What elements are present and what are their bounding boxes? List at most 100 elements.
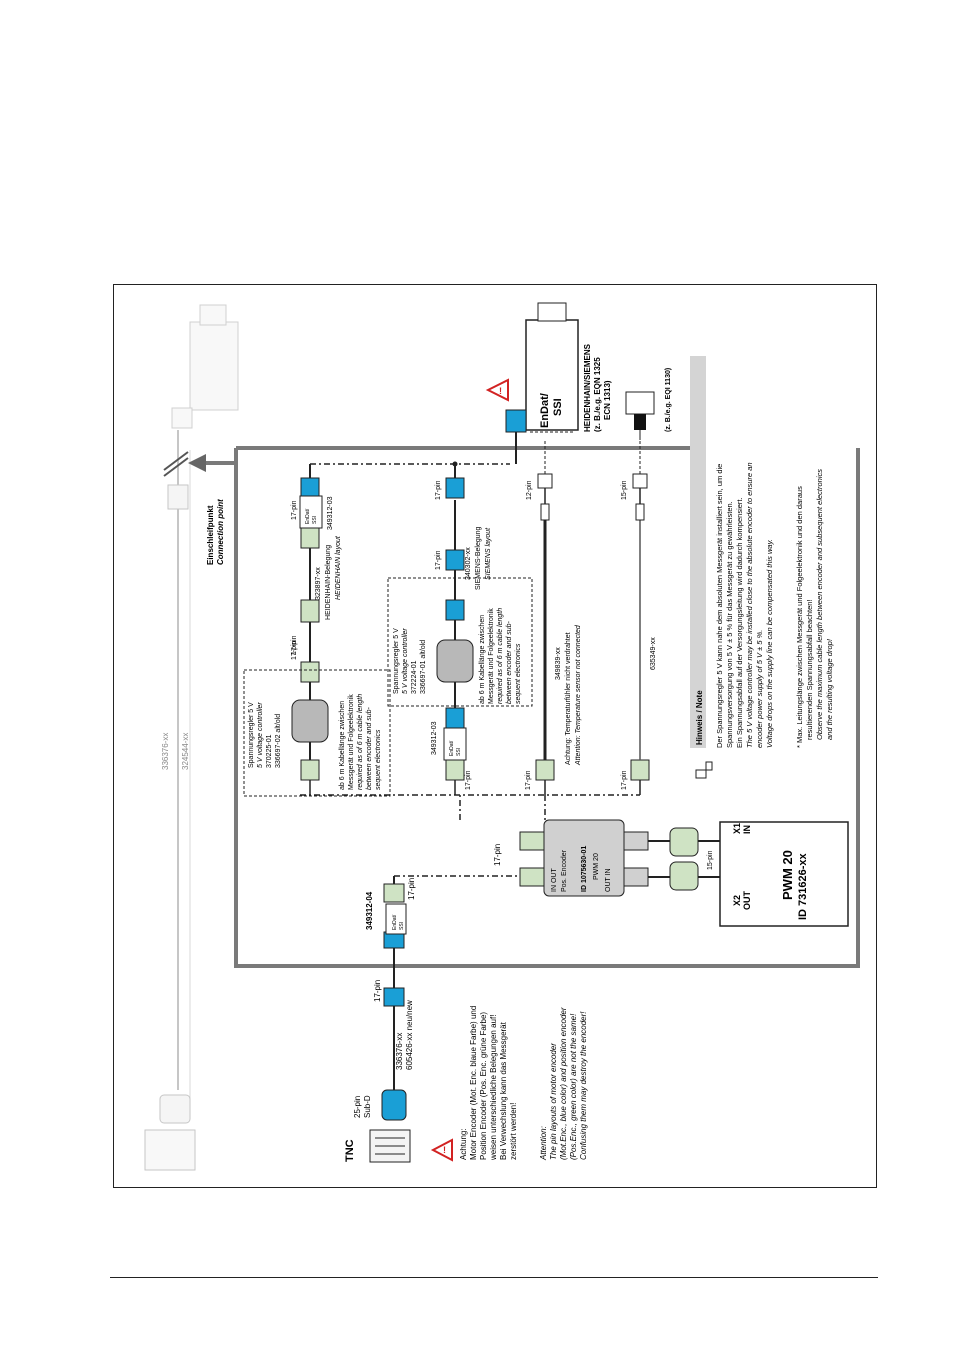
svg-text:Motor Encoder (Mot. Enc. blaue: Motor Encoder (Mot. Enc. blaue Farbe) un…	[469, 1006, 478, 1160]
motor-encoder	[505, 302, 579, 464]
note-header: Hinweis / Note	[695, 690, 704, 745]
svg-text:Spannungsregler 5 V: Spannungsregler 5 V	[248, 702, 255, 768]
siemens-pins: 17-pin	[435, 550, 442, 570]
upper-reg-lines: Spannungsregler 5 V 5 V voltage controll…	[248, 702, 282, 768]
fifteen-pins-left: 17-pin	[621, 770, 628, 790]
siemens-reg-note: ab 6 m Kabellänge zwischen Messgerät und…	[479, 608, 522, 704]
note-footnote: * Max. Leitungslänge zwischen Messgerät …	[795, 469, 834, 748]
svg-text:SSI: SSI	[399, 922, 405, 930]
svg-text:Achtung:: Achtung:	[459, 1128, 468, 1160]
svg-text:ab 6 m Kabellänge zwischen: ab 6 m Kabellänge zwischen	[479, 615, 486, 704]
tnc-subd-label: Sub-D	[363, 1095, 372, 1118]
pwm-cables	[648, 827, 720, 891]
siemens-dashed-box	[387, 577, 533, 707]
top-cabling	[144, 304, 239, 1171]
svg-text:Bei Verwechslung kann das Mess: Bei Verwechslung kann das Messgerät	[499, 1021, 508, 1160]
tnc-control	[369, 1129, 411, 1163]
svg-text:sequent electronics: sequent electronics	[375, 729, 382, 790]
siemens-adapter-id: 349312-03	[431, 721, 438, 755]
svg-text:(Pos.Enc., green color) are no: (Pos.Enc., green color) are not the same…	[569, 1013, 578, 1160]
siemens-layout-en: SIEMENS layout	[485, 527, 492, 580]
subd-connector	[381, 1089, 407, 1121]
upper-reg-dashed-box	[243, 669, 391, 797]
svg-text:zerstört werden!: zerstört werden!	[509, 1103, 518, 1160]
connection-point-en: Connection point	[216, 499, 225, 565]
enc-box-id: ID 1075630-01	[581, 846, 588, 892]
svg-text:sequent electronics: sequent electronics	[515, 643, 522, 704]
temp-pins-left: 17-pin	[525, 770, 532, 790]
upper-reg-note: ab 6 m Kabellänge zwischen Messgerät und…	[339, 694, 382, 790]
adapter-main-id: 349312-04	[365, 891, 374, 930]
heidenhain-adapter-id: 349312-03	[327, 496, 334, 530]
svg-text:Attention:: Attention:	[539, 1126, 548, 1161]
pwm20-x2: X2	[732, 895, 742, 906]
warning-en-block: Attention: The pin layouts of motor enco…	[539, 1007, 588, 1161]
svg-text:Messgerät und Folgeelektronik: Messgerät und Folgeelektronik	[488, 608, 495, 704]
top-cable-b-label: 324544-xx	[181, 733, 190, 770]
svg-text:SSI: SSI	[456, 748, 462, 756]
heidenhain-pins-right: 17-pin	[291, 500, 298, 520]
fifteen-pins-right: 15-pin	[621, 480, 628, 500]
upper-regulator	[291, 699, 329, 743]
pwm20-title: PWM 20	[780, 850, 795, 900]
pwm20-x1: X1	[732, 823, 742, 834]
tnc-subd-pins: 25-pin	[353, 1096, 362, 1118]
svg-text:The 5 V voltage controller may: The 5 V voltage controller may be instal…	[745, 462, 754, 748]
footer-rule	[110, 1277, 878, 1278]
svg-text:required as of 6 m cable lengt: required as of 6 m cable length	[497, 608, 504, 704]
tnc-label: TNC	[344, 1139, 356, 1162]
motor-vendor: HEIDENHAIN/SIEMENS	[583, 343, 592, 432]
enc-box-pins: 17-pin	[493, 844, 502, 866]
note-lines: Der Spannungsregler 5 V kann nahe dem ab…	[715, 462, 774, 748]
svg-text:!: !	[443, 1145, 446, 1155]
top-cable-a-label: 336376-xx	[161, 733, 170, 770]
svg-text:The pin layouts of motor encod: The pin layouts of motor encoder	[549, 1043, 558, 1160]
motor-example-2: ECN 1313)	[603, 380, 612, 420]
adapter-main-pins: 17-pin	[407, 878, 416, 900]
pwm20-encoder-box	[519, 819, 649, 897]
svg-text:Spannungsversorgung von 5 V ±: Spannungsversorgung von 5 V ± 5 % für da…	[725, 501, 734, 748]
enc-box-in-out: IN OUT	[551, 868, 558, 892]
heidenhain-adapter: EnDat/ SSI	[299, 495, 323, 529]
svg-text:Observe the maximum cable leng: Observe the maximum cable length between…	[815, 469, 824, 740]
svg-text:EnDat/: EnDat/	[305, 508, 311, 524]
heidenhain-layout-en: HEIDENHAIN layout	[335, 535, 342, 600]
pwm20-in: IN	[742, 825, 752, 834]
warning-de-block: Achtung: Motor Encoder (Mot. Enc. blaue …	[459, 1006, 518, 1161]
siemens-reg-lines: Spannungsregler 5 V 5 V voltage controll…	[393, 628, 427, 694]
tnc-cable-2: 605426-xx neu/new	[405, 1000, 414, 1070]
svg-text:between encoder and sub-: between encoder and sub-	[366, 706, 373, 790]
pwm20-unit	[719, 821, 849, 927]
svg-text:SSI: SSI	[312, 516, 318, 524]
enc-box-name: PWM 20	[593, 853, 600, 880]
warning-icon: !	[430, 1138, 453, 1162]
enc-box-out-in: OUT IN	[605, 868, 612, 892]
svg-text:EnDat/: EnDat/	[392, 914, 398, 930]
svg-text:5 V voltage controller: 5 V voltage controller	[402, 628, 409, 694]
tnc-17pin-connector	[383, 987, 405, 1007]
svg-text:370225-01: 370225-01	[266, 734, 273, 768]
svg-text:Ein Spannungsabfall auf der Ve: Ein Spannungsabfall auf der Versorgungsl…	[735, 497, 744, 748]
upper-reg-connector	[300, 759, 320, 781]
upper-reg-pins: 17-pin	[291, 635, 298, 655]
pwm20-id: ID 731626-xx	[797, 852, 809, 920]
siemens-regulator	[436, 639, 474, 683]
fifteen-cable: 635349-xx	[650, 637, 657, 670]
svg-text:encoder power supply of 5 V ±: encoder power supply of 5 V ± 5 %.	[755, 630, 764, 748]
warning-icon: !	[485, 378, 509, 402]
svg-text:5 V voltage controller: 5 V voltage controller	[257, 702, 264, 768]
temp-pins-right: 12-pin	[526, 480, 533, 500]
temp-note-en: Attention: Temperature sensor not connec…	[575, 624, 582, 766]
connection-point-de: Einschleifpunkt	[206, 505, 215, 565]
svg-text:and the resulting voltage drop: and the resulting voltage drop!	[825, 638, 834, 740]
svg-text:Confusing them may destroy the: Confusing them may destroy the encoder!	[579, 1011, 588, 1160]
tnc-cable-1: 336376-xx	[395, 1033, 404, 1070]
temp-note-de: Achtung: Temperaturfühler nicht verdraht…	[565, 632, 572, 765]
diagram-frame	[113, 284, 877, 1188]
adapter-main: EnDat/ SSI	[385, 903, 407, 935]
motor-label-1: EnDat/	[539, 393, 551, 428]
eqi-example: (z. B./e.g. EQI 1130)	[665, 368, 672, 432]
motor-label-2: SSI	[552, 398, 564, 416]
svg-text:Messgerät und Folgeelektronik: Messgerät und Folgeelektronik	[348, 694, 355, 790]
